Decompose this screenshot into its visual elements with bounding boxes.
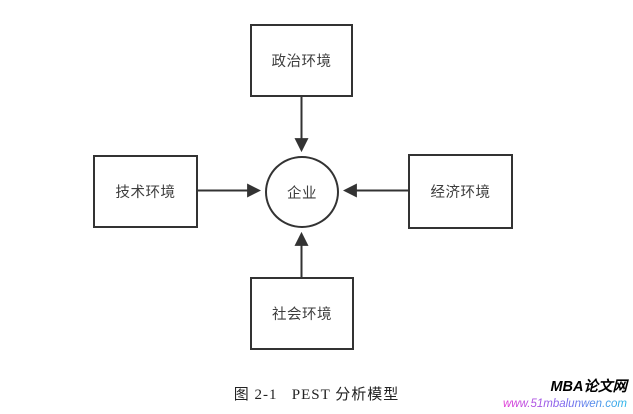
node-economic-environment: 经济环境 [408, 154, 513, 229]
watermark: MBA论文网 www.51mbalunwen.com [502, 378, 627, 412]
node-social-environment: 社会环境 [250, 277, 354, 350]
figure-caption: 图 2-1 PEST 分析模型 [233, 387, 400, 403]
watermark-brand: MBA论文网 [550, 378, 627, 395]
node-technical-environment: 技术环境 [93, 155, 198, 228]
watermark-url: www.51mbalunwen.com [502, 398, 627, 411]
node-enterprise-center: 企业 [265, 156, 339, 228]
node-social-label: 社会环境 [272, 307, 332, 323]
node-technical-label: 技术环境 [115, 185, 176, 201]
node-enterprise-label: 企业 [287, 185, 317, 202]
node-political-label: 政治环境 [271, 54, 332, 70]
node-economic-label: 经济环境 [430, 185, 491, 201]
node-political-environment: 政治环境 [250, 24, 353, 97]
